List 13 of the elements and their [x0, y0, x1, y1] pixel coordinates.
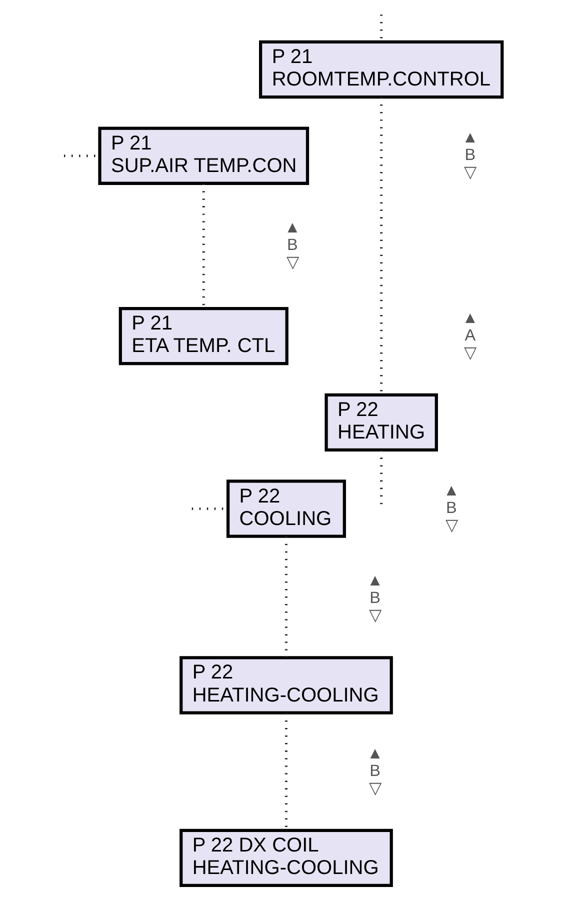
node-box: P 21 ETA TEMP. CTL: [118, 306, 288, 366]
label: ▲ B ▽: [462, 128, 478, 182]
label: ▲ B ▽: [284, 218, 301, 272]
node-box: P 22 HEATING: [324, 393, 438, 452]
label: ▲ B ▽: [367, 744, 384, 798]
node-box: P 22 DX COIL HEATING-COOLING: [180, 828, 393, 888]
node-box: P 22 COOLING: [226, 480, 346, 538]
node-box: P 22 HEATING-COOLING: [180, 656, 393, 714]
label: ▲ A ▽: [462, 308, 478, 362]
label: ▲ B ▽: [443, 482, 460, 535]
label: ▲ B ▽: [367, 572, 384, 625]
node-box: P 21 ROOMTEMP.CONTROL: [259, 40, 504, 99]
node-box: P 21 SUP.AIR TEMP.CON: [98, 126, 310, 185]
